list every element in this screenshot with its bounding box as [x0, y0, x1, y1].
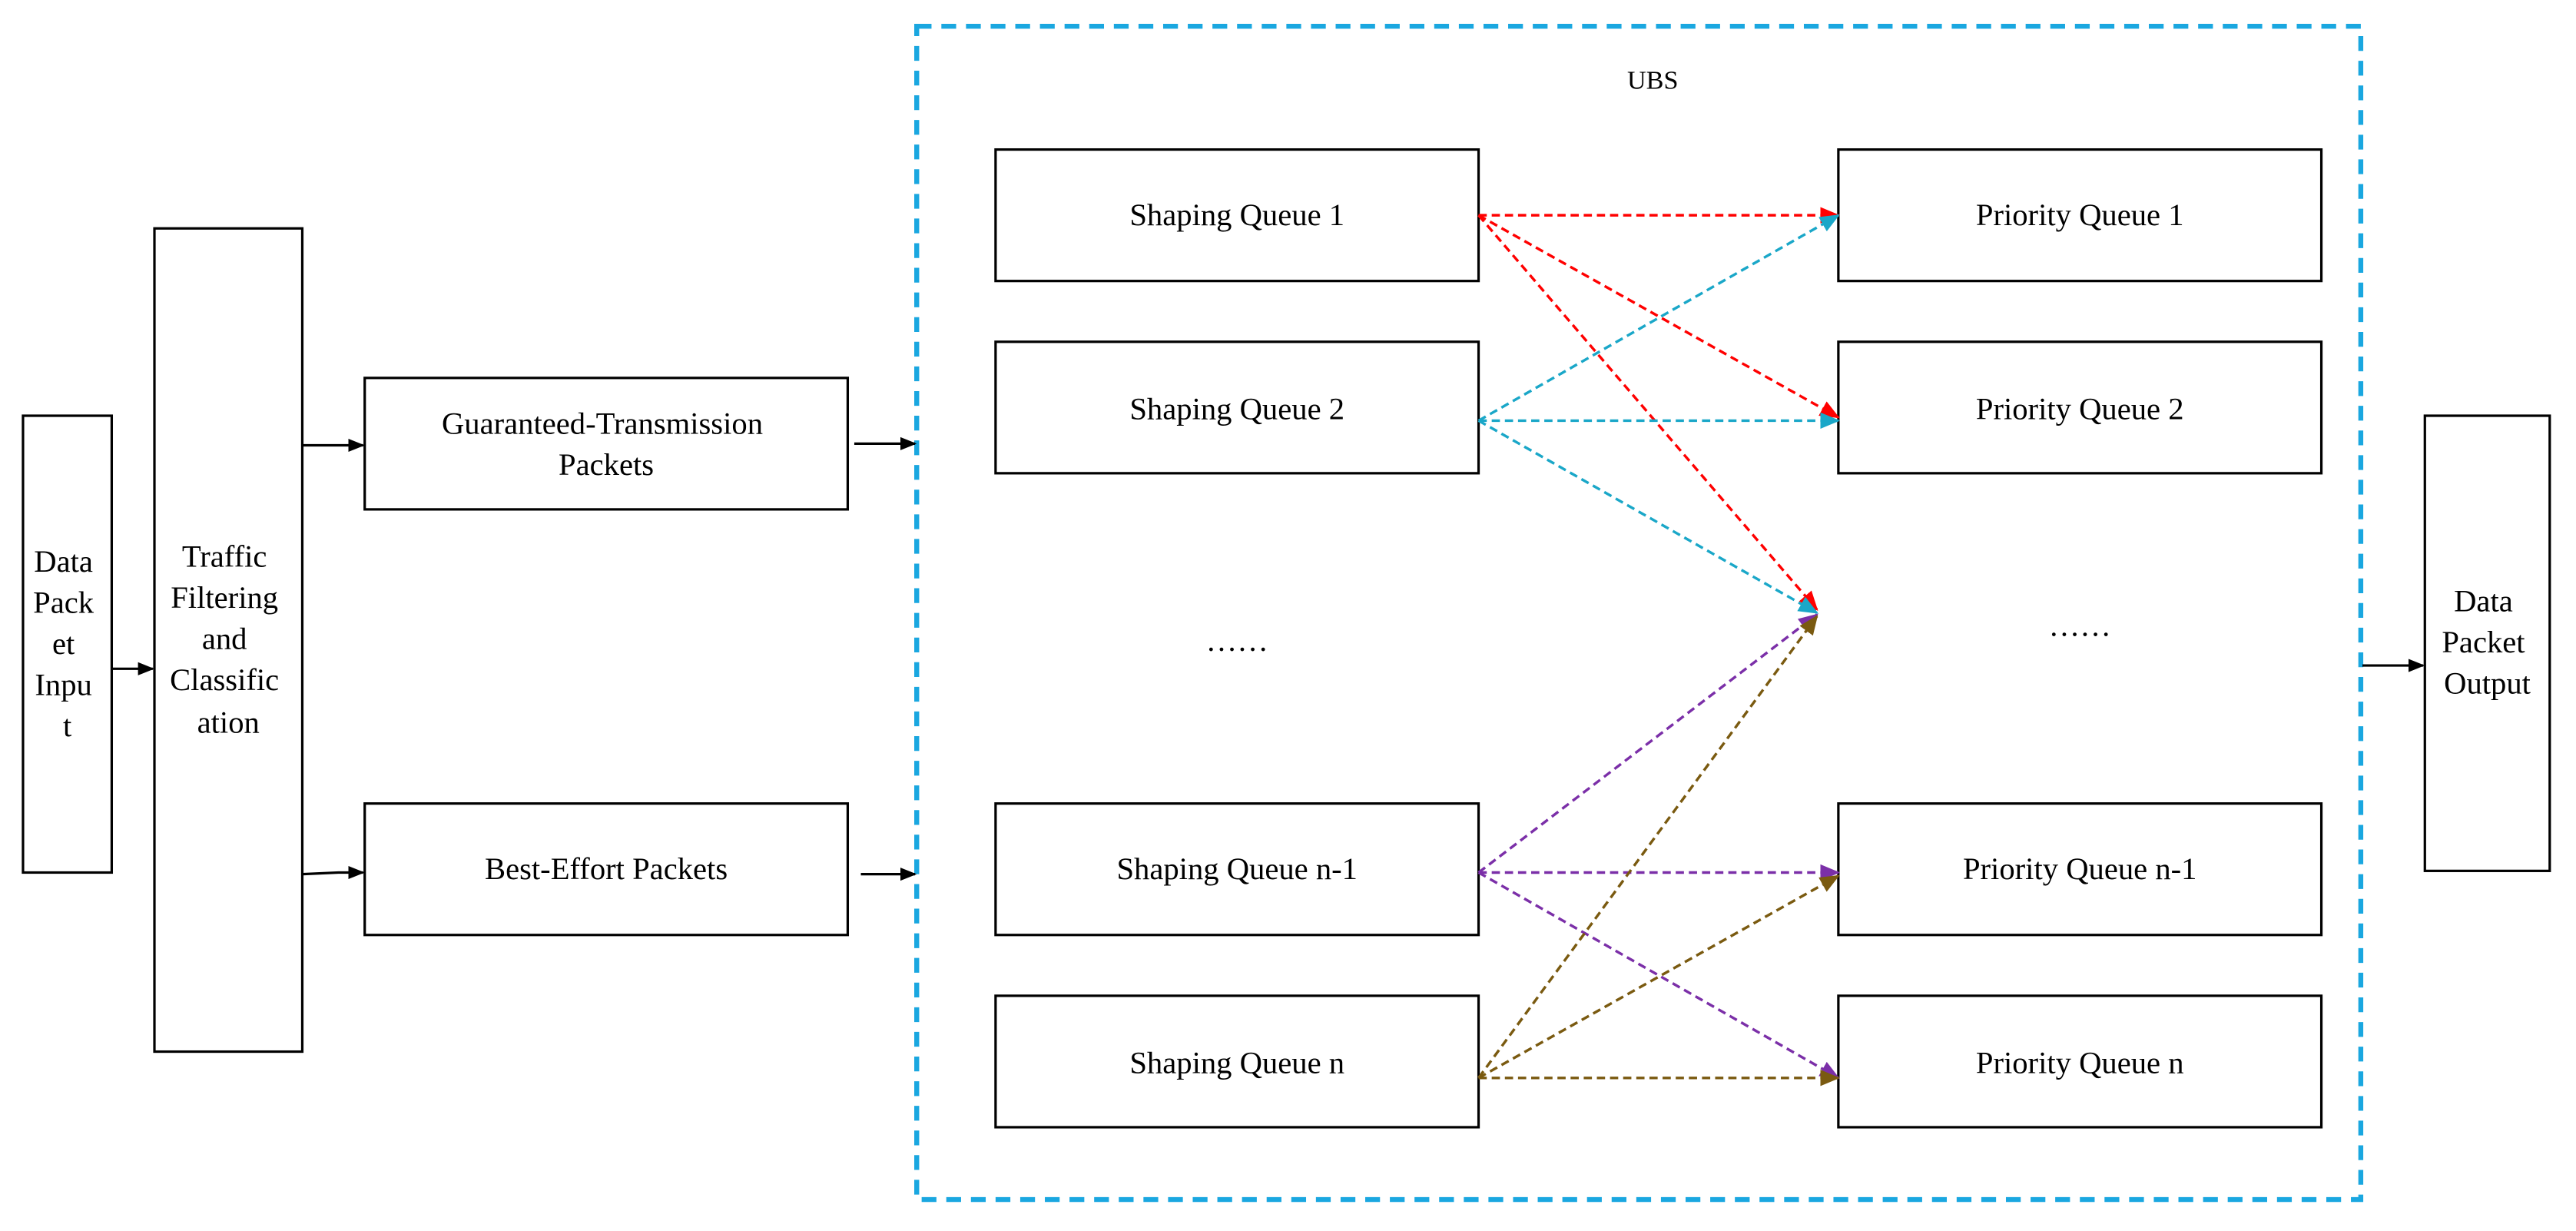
input-label-line: et [52, 626, 75, 661]
arrow-sq2-to-pq1 [1477, 214, 1840, 422]
shaping-queue-n-minus-1-box [994, 802, 1480, 937]
shaping-queue-n-label: Shaping Queue n [1129, 1045, 1344, 1080]
priority-queue-n-label: Priority Queue n [1976, 1045, 2184, 1080]
shaping-queue-n-box [994, 994, 1480, 1129]
classifier-label-line: Traffic [182, 539, 267, 574]
shaping-queue-2-label: Shaping Queue 2 [1129, 391, 1344, 426]
input-label-line: Inpu [35, 668, 91, 702]
arrow-sq1-to-pq2 [1477, 214, 1840, 419]
guaranteed-label-line: Guaranteed-Transmission [442, 406, 763, 441]
arrow-sqn1-to-pq-ellipsis [1477, 613, 1818, 874]
priority-queue-n-box [1837, 994, 2323, 1129]
shaping-queue-1-box [994, 148, 1480, 283]
classifier-label-line: Filtering [171, 580, 278, 615]
priority-queue-1-box [1837, 148, 2323, 283]
ubs-container [914, 24, 2364, 1203]
classifier-label-line: ation [197, 705, 260, 740]
priority-queue-1-label: Priority Queue 1 [1976, 197, 2184, 232]
arrow-sqn-to-pqn1 [1477, 874, 1840, 1080]
classifier-label: Traffic Filtering and Classific ation [170, 539, 287, 740]
arrow-classifier-to-best-effort [302, 865, 365, 880]
guaranteed-packets-box [363, 377, 850, 511]
guaranteed-packets-label: Guaranteed-Transmission Packets [442, 406, 771, 482]
guaranteed-label-line: Packets [559, 447, 654, 482]
classifier-label-line: and [202, 622, 247, 656]
priority-ellipsis: …… [2049, 609, 2111, 643]
data-packet-output-label: Data Packet Output [2442, 583, 2532, 700]
priority-queue-2-label: Priority Queue 2 [1976, 391, 2184, 426]
priority-queue-n-minus-1-box [1837, 802, 2323, 937]
arrow-sq1-to-pq-ellipsis [1477, 214, 1818, 611]
priority-queue-2-box [1837, 340, 2323, 475]
output-label-line: Data [2454, 583, 2513, 618]
priority-queue-n-minus-1-label: Priority Queue n-1 [1963, 851, 2197, 886]
arrow-sqn1-to-pqn [1477, 871, 1840, 1080]
data-packet-input-box [22, 414, 114, 874]
output-label-line: Packet [2442, 625, 2525, 659]
best-effort-packets-label: Best-Effort Packets [485, 851, 728, 886]
classifier-box [153, 227, 304, 1053]
best-effort-packets-box [363, 802, 850, 937]
ubs-title: UBS [1627, 66, 1679, 95]
shaping-queue-1-label: Shaping Queue 1 [1129, 197, 1344, 232]
data-packet-output-box [2423, 414, 2551, 872]
arrow-sqn-to-pq-ellipsis [1477, 615, 1818, 1079]
input-label-line: Data [34, 544, 93, 579]
shaping-queue-n-minus-1-label: Shaping Queue n-1 [1116, 851, 1358, 886]
data-packet-input-label: Data Pack et Inpu t [33, 544, 101, 743]
input-label-line: t [63, 708, 72, 743]
input-label-line: Pack [33, 586, 94, 620]
arrow-sq2-to-pq-ellipsis [1477, 419, 1818, 615]
shaping-ellipsis: …… [1206, 623, 1268, 658]
shaping-queue-2-box [994, 340, 1480, 475]
classifier-label-line: Classific [170, 662, 279, 697]
output-label-line: Output [2444, 665, 2531, 700]
